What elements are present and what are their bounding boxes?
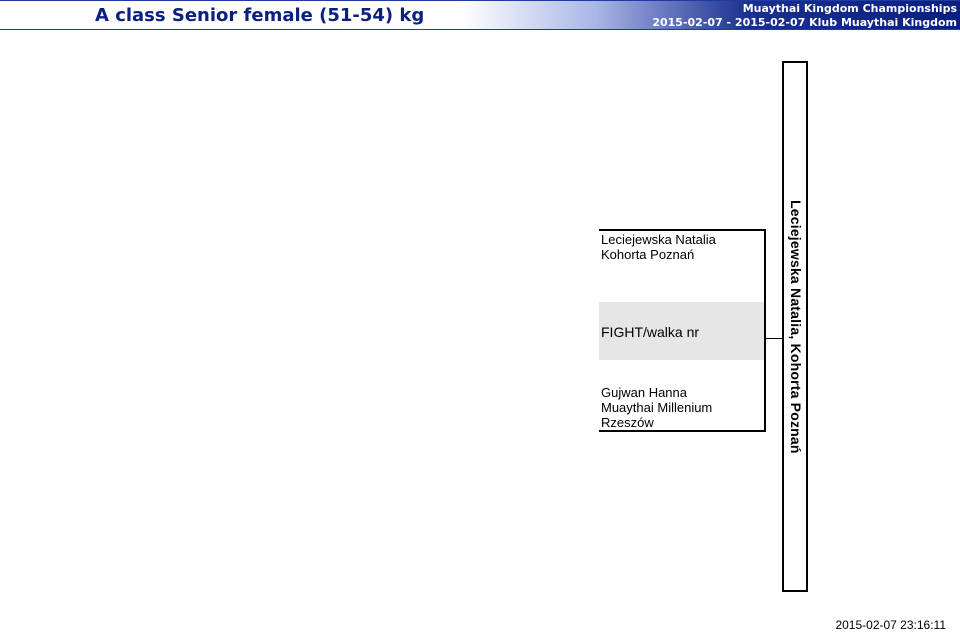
event-dates-location: 2015-02-07 - 2015-02-07 Klub Muaythai Ki… — [652, 16, 957, 29]
bracket-connector — [766, 338, 783, 339]
fighter-a: Leciejewska Natalia Kohorta Poznań — [601, 232, 716, 262]
bracket-line-bottom — [599, 430, 766, 432]
timestamp: 2015-02-07 23:16:11 — [835, 618, 946, 632]
fighter-b-name: Gujwan Hanna — [601, 385, 687, 400]
fighter-a-club: Kohorta Poznań — [601, 247, 695, 262]
fight-number-box: FIGHT/walka nr — [599, 302, 765, 360]
fighter-b-club-line1: Muaythai Millenium — [601, 400, 713, 415]
event-info: Muaythai Kingdom Championships 2015-02-0… — [652, 2, 957, 30]
event-name: Muaythai Kingdom Championships — [742, 2, 957, 15]
winner-label: Leciejewska Natalia, Kohorta Poznań — [788, 200, 804, 454]
page-header: A class Senior female (51-54) kg Muaytha… — [0, 0, 960, 30]
bracket-line-top — [599, 229, 766, 231]
fighter-b: Gujwan Hanna Muaythai Millenium Rzeszów — [601, 385, 712, 430]
category-title: A class Senior female (51-54) kg — [95, 5, 425, 26]
fight-label: FIGHT/walka nr — [601, 324, 700, 340]
winner-box: Leciejewska Natalia, Kohorta Poznań — [782, 61, 808, 592]
fighter-a-name: Leciejewska Natalia — [601, 232, 716, 247]
bracket-line-vertical — [764, 229, 766, 432]
fighter-b-club-line2: Rzeszów — [601, 415, 654, 430]
